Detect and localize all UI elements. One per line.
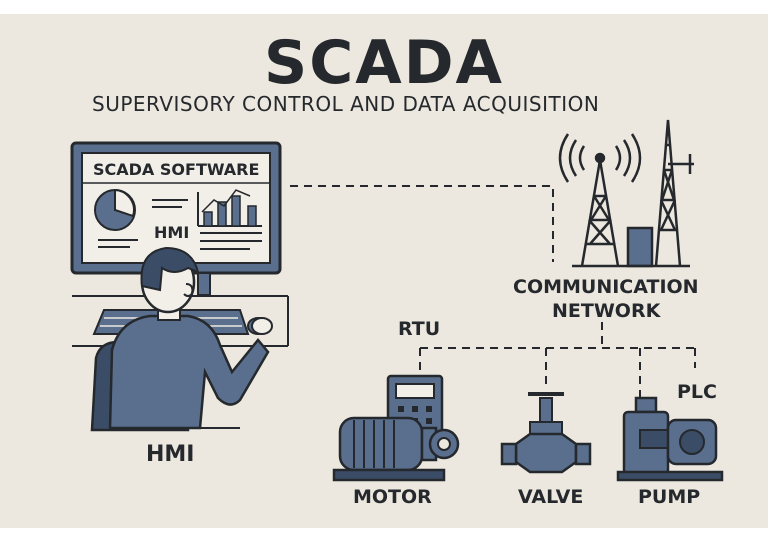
plc-label: PLC bbox=[677, 381, 717, 403]
operator-icon bbox=[90, 246, 273, 432]
radio-tower-icon bbox=[558, 133, 642, 267]
network-connections bbox=[290, 185, 696, 398]
network-label-line1: COMMUNICATION bbox=[513, 276, 699, 298]
pie-chart-icon bbox=[94, 188, 136, 231]
screen-text-lines bbox=[98, 199, 262, 250]
valve-icon bbox=[500, 392, 592, 474]
motor-label: MOTOR bbox=[353, 486, 432, 508]
pump-label: PUMP bbox=[638, 486, 701, 508]
screen-title: SCADA SOFTWARE bbox=[93, 160, 260, 179]
diagram-subtitle: SUPERVISORY CONTROL AND DATA ACQUISITION bbox=[92, 92, 600, 116]
valve-label: VALVE bbox=[518, 486, 584, 508]
hmi-label: HMI bbox=[146, 442, 195, 467]
motor-icon bbox=[332, 416, 460, 482]
network-label-line2: NETWORK bbox=[552, 300, 661, 322]
bar-chart-icon bbox=[197, 189, 262, 227]
screen-hmi-label: HMI bbox=[154, 223, 190, 242]
diagram-title: SCADA bbox=[264, 28, 504, 98]
hmi-to-network-link bbox=[290, 185, 554, 262]
rtu-label: RTU bbox=[398, 318, 441, 340]
pump-icon bbox=[616, 396, 724, 482]
transmission-tower-icon bbox=[654, 119, 694, 267]
network-cabinet bbox=[626, 226, 654, 268]
